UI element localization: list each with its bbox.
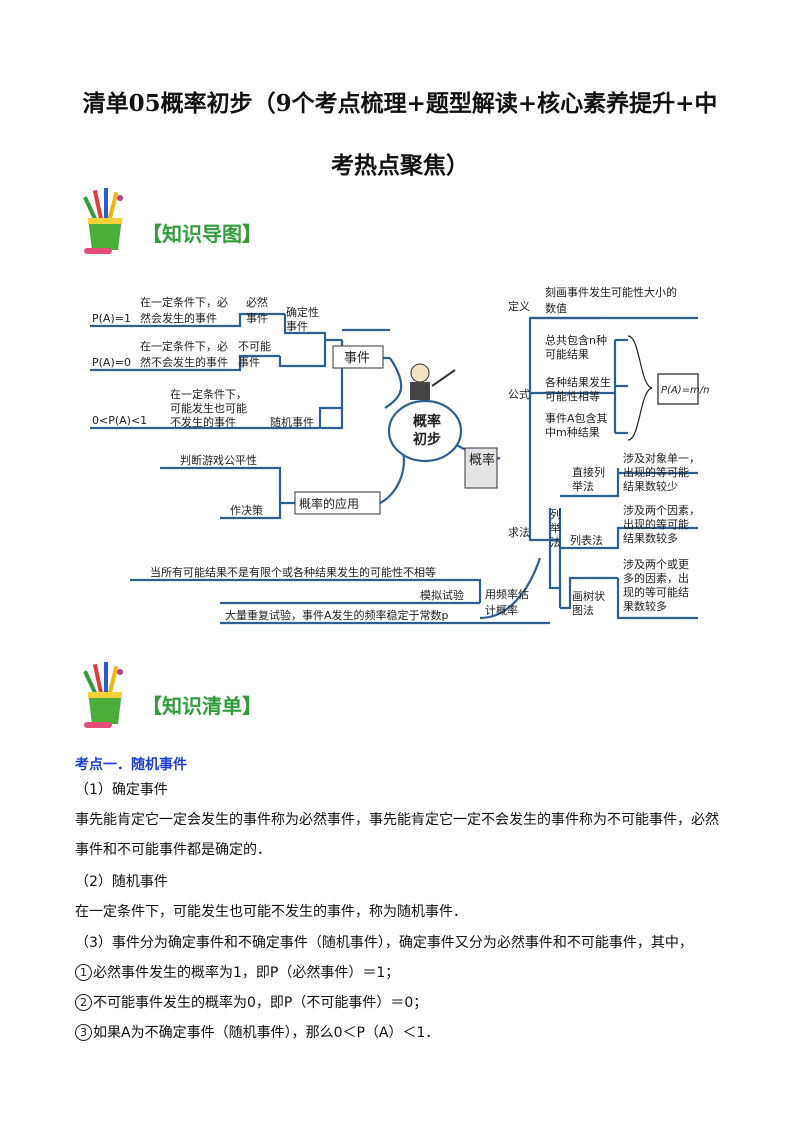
- subheading-1: （1）确定事件: [75, 782, 168, 798]
- impossible-label-line2: 事件: [238, 356, 260, 369]
- method-label: 求法: [508, 525, 530, 539]
- list-method-3: 法: [550, 535, 561, 549]
- paragraph-2: 在一定条件下，可能发生也可能不发生的事件，称为随机事件．: [75, 904, 467, 920]
- center-line2: 初步: [413, 431, 441, 448]
- table-desc-1: 涉及两个因素，: [623, 503, 700, 517]
- app-fair: 判断游戏公平性: [180, 453, 257, 467]
- f3-line2: 中m种结果: [545, 425, 600, 439]
- impossible-desc-line1: 在一定条件下，必: [140, 339, 228, 353]
- certain-type-line1: 确定性: [286, 305, 319, 319]
- list-method-2: 举: [550, 521, 561, 535]
- f2-line1: 各种结果发生: [545, 375, 611, 389]
- table-method: 列表法: [570, 533, 603, 547]
- application-node: 概率的应用: [299, 496, 359, 511]
- pencil-cup-icon: [83, 662, 123, 728]
- probability-node: 概率: [469, 452, 495, 468]
- def-label: 定义: [508, 299, 530, 313]
- item-text: 不可能事件发生的概率为0，即P（不可能事件）＝0；: [93, 995, 428, 1011]
- app-decide: 作决策: [230, 503, 263, 517]
- event-node: 事件: [344, 351, 370, 366]
- table-desc-3: 结果数较多: [623, 531, 678, 545]
- direct-list-line1: 直接列: [572, 465, 605, 479]
- pencil-cup-icon: [83, 188, 123, 254]
- paragraph-1a: 事先能肯定它一定会发生的事件称为必然事件，事先能肯定它一定不会发生的事件称为不可…: [75, 812, 719, 828]
- f1-line2: 可能结果: [545, 347, 589, 361]
- certain-type-line2: 事件: [286, 320, 308, 333]
- formula-label: 公式: [508, 388, 530, 401]
- random-desc-line3: 不发生的事件: [170, 415, 236, 429]
- must-label-line1: 必然: [246, 295, 268, 309]
- tree-method-line2: 图法: [572, 603, 594, 617]
- impossible-desc-line2: 然不会发生的事件: [140, 355, 228, 369]
- random-formula: 0<P(A)<1: [92, 414, 147, 427]
- tree-method-line1: 画树状: [572, 589, 605, 603]
- f1-line1: 总共包含n种: [545, 333, 607, 347]
- knowledge-list-heading: 【知识清单】: [142, 694, 262, 718]
- knowledge-map-heading: 【知识导图】: [142, 222, 262, 246]
- freq-label-line1: 用频率估: [485, 587, 529, 601]
- def-text-line1: 刻画事件发生可能性大小的: [545, 285, 677, 299]
- freq-cond: 当所有可能结果不是有限个或各种结果发生的可能性不相等: [150, 565, 436, 579]
- tree-desc-1: 涉及两个或更: [623, 557, 689, 571]
- freq-label-line2: 计概率: [485, 603, 518, 617]
- paragraph-1b: 事件和不可能事件都是确定的．: [75, 842, 271, 858]
- item-text: 如果A为不确定事件（随机事件），那么0＜P（A）＜1．: [93, 1025, 440, 1041]
- must-desc-line2: 然会发生的事件: [140, 311, 217, 325]
- tree-desc-3: 现的等可能结: [623, 585, 689, 599]
- f3-line1: 事件A包含其: [545, 411, 608, 425]
- direct-desc-1: 涉及对象单一，: [623, 451, 700, 465]
- item-number: 1: [75, 964, 92, 981]
- random-label: 随机事件: [270, 415, 314, 429]
- item-number: 3: [75, 1024, 92, 1041]
- table-desc-2: 出现的等可能: [623, 517, 689, 531]
- direct-desc-2: 出现的等可能: [623, 465, 689, 479]
- must-label-line2: 事件: [246, 312, 268, 325]
- impossible-label-line1: 不可能: [238, 339, 271, 353]
- f2-line2: 可能性相等: [545, 389, 600, 403]
- def-text-line2: 数值: [545, 302, 567, 315]
- must-desc-line1: 在一定条件下，必: [140, 295, 228, 309]
- tree-desc-2: 多的因素，出: [623, 571, 689, 585]
- direct-desc-3: 结果数较少: [623, 479, 678, 493]
- subheading-3: （3）事件分为确定事件和不确定事件（随机事件），确定事件又分为必然事件和不可能事…: [75, 935, 693, 951]
- impossible-formula: P(A)=0: [92, 356, 131, 369]
- subheading-2: （2）随机事件: [75, 874, 168, 890]
- random-desc-line2: 可能发生也可能: [170, 401, 247, 415]
- document-title-line1: 清单05概率初步（9个考点梳理+题型解读+核心素养提升+中: [82, 90, 718, 117]
- formula-box: P(A)=m/n: [661, 385, 710, 396]
- list-method-1: 列: [550, 507, 561, 521]
- concept-mind-map: P(A)=1 在一定条件下，必 然会发生的事件 必然 事件 确定性 事件 P(A…: [90, 285, 710, 625]
- center-line1: 概率: [413, 413, 441, 430]
- item-text: 必然事件发生的概率为1，即P（必然事件）＝1；: [93, 965, 400, 981]
- key-point-1: 考点一．随机事件: [75, 757, 187, 773]
- item-number: 2: [75, 994, 92, 1011]
- simulation: 模拟试验: [420, 588, 464, 602]
- stable-freq: 大量重复试验，事件A发生的频率稳定于常数p: [225, 608, 449, 622]
- document-title-line2: 考热点聚焦）: [331, 152, 469, 179]
- must-formula: P(A)=1: [92, 312, 131, 325]
- random-desc-line1: 在一定条件下，: [170, 387, 247, 401]
- direct-list-line2: 举法: [572, 479, 594, 493]
- tree-desc-4: 果数较多: [623, 599, 667, 613]
